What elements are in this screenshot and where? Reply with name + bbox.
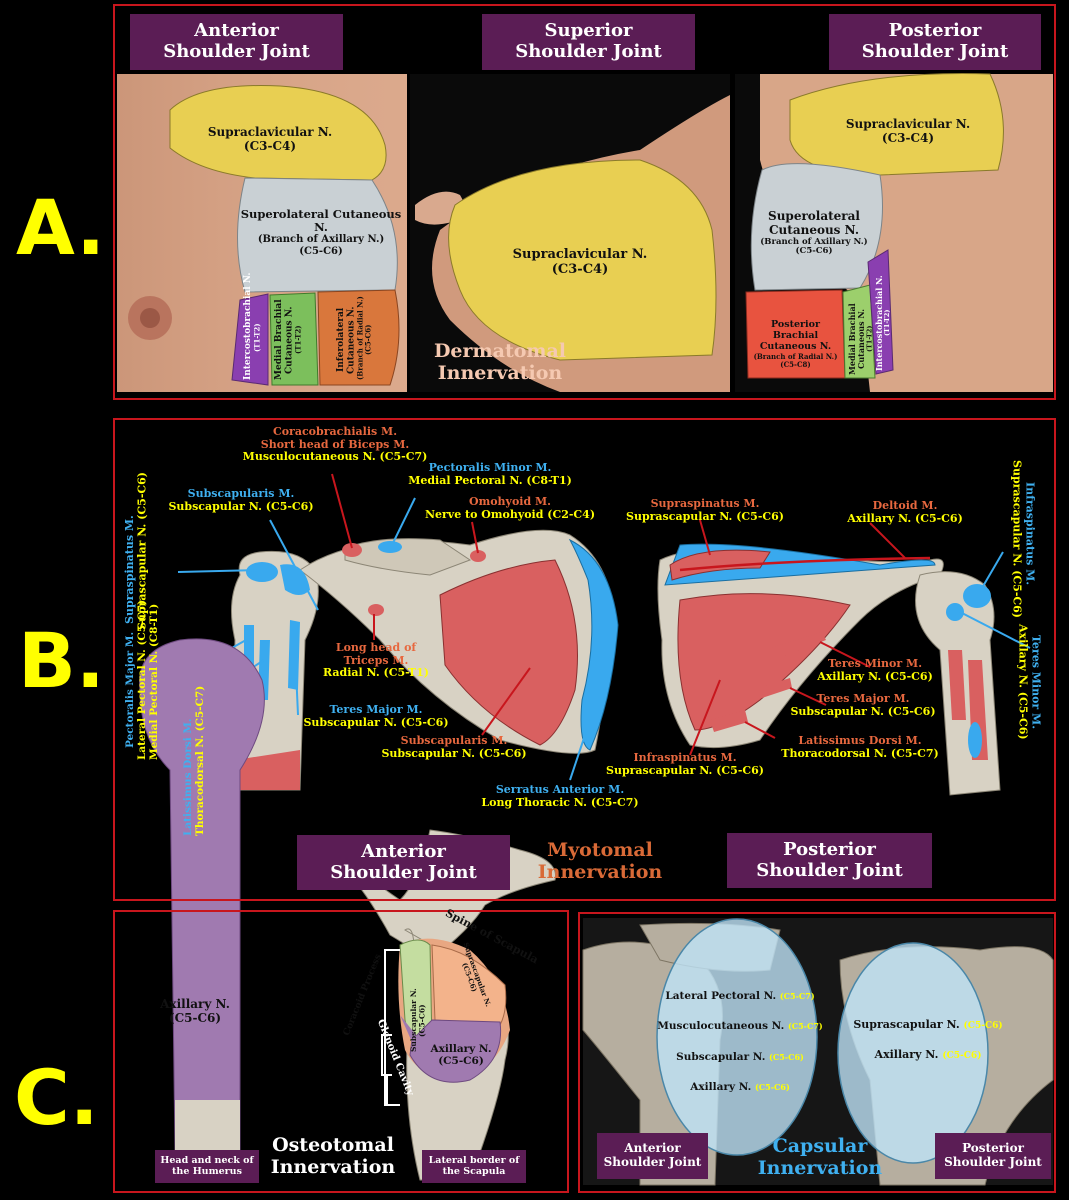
section-b-frame [113,418,1056,901]
anterior-capsule [656,918,818,1156]
omohyoid-origin [470,550,486,562]
section-b-pointers-blue [174,497,1031,781]
posterior-medial-brachial-region [842,284,876,379]
latissimus-origin [710,710,748,732]
pectoralis-minor-insertion [378,541,402,553]
coracobrachialis-origin [342,543,362,557]
teres-minor-label: Teres Minor M. Axillary N. (C5-C6) [817,657,933,683]
posterior-capsule [837,942,989,1164]
capsular-axillary-posterior-label: Axillary N. (C5-C6) [874,1048,982,1061]
humerus-head-osteo [139,638,265,1151]
anterior-medial-brachial-region [269,292,319,386]
section-a-frame [113,4,1056,400]
long-triceps-origin [368,604,384,616]
anterior-intercostobrachial-region [231,293,269,386]
teres-minor-origin [770,632,826,660]
capsular-suprascapular-label: Suprascapular N. (C5-C6) [853,1018,1003,1031]
supraspinatus-right-label: Supraspinatus M. Suprascapular N. (C5-C6… [626,497,784,523]
subscapularis-insertion [280,564,310,595]
superior-supraclavicular-region [448,159,717,361]
supraspinatus-muscle [669,549,771,581]
glenoid-axillary-region [409,1019,502,1083]
section-b-pointers-red [331,473,906,756]
osteo-axillary-label: Axillary N.(C5-C6) [160,997,230,1025]
glenoid-subscapular-label: Subscapular N.(C5-C6) [409,988,427,1052]
capsular-axillary-anterior-label: Axillary N. (C5-C6) [690,1081,790,1093]
serratus-label: Serratus Anterior M. Long Thoracic N. (C… [481,783,639,809]
omohyoid-label: Omohyoid M. Nerve to Omohyoid (C2-C4) [424,495,596,521]
infraspinatus-insertion [963,584,991,608]
long-triceps-label: Long head of Triceps M. Radial N. (C5-T1… [323,641,429,680]
teres-minor-vertical-label: Teres Minor M. Axillary N. (C5-C6) [1016,624,1043,740]
teres-minor-insertion [946,603,964,621]
glenoid-suprascapular-region [431,944,507,1026]
coracobrachialis-label: Coracobrachialis M. Short head of Biceps… [242,425,428,464]
latissimus-right-label: Latissimus Dorsi M. Thoracodorsal N. (C5… [781,734,939,760]
infraspinatus-label: Infraspinatus M. Suprascapular N. (C5-C6… [606,751,764,777]
latissimus-left-label: Latissimus Dorsi M. Thoracodorsal N. (C5… [182,685,207,836]
posterior-intercostobrachial-label: Intercostobrachial N.(T1-T2) [874,275,892,371]
anterior-intercostobrachial-label: Intercostobrachial N.(T1-T2) [243,272,262,380]
posterior-superolateral-region [750,163,883,291]
glenoid-axillary-label: Axillary N.(C5-C6) [430,1043,492,1068]
section-c-osteo-frame [113,910,569,1193]
anterior-inferolateral-region [317,289,400,386]
serratus-anterior-muscle [568,538,619,751]
coracoid-bone [344,538,472,576]
subscapularis-top-label: Subscapularis M. Subscapular N. (C5-C6) [168,487,314,513]
superior-supraclavicular-label: Supraclavicular N.(C3-C4) [512,247,648,277]
anterior-supraclavicular-label: Supraclavicular N.(C3-C4) [207,125,333,153]
section-c-capsular-frame [578,912,1056,1193]
section-a-letter: A. [16,183,106,272]
pectoralis-major-label: Pectoralis Major M. Lateral Pectoral N. … [124,599,161,760]
posterior-intercostobrachial-region [867,249,894,375]
infraspinatus-vertical-label: Infraspinatus M. Suprascapular N. (C5-C6… [1010,460,1037,618]
subscapularis-body-label: Subscapularis M. Subscapular N. (C5-C6) [381,734,527,760]
capsular-subscapular-label: Subscapular N. (C5-C6) [676,1051,804,1063]
anterior-humerus-distal-muscle [232,750,300,790]
posterior-supraclavicular-label: Supraclavicular N.(C3-C4) [845,117,971,145]
capsular-musculocutaneous-label: Musculocutaneous N. (C5-C7) [657,1020,823,1032]
lateral-triceps-origin [948,650,966,720]
section-b-letter: B. [18,616,105,705]
pectoralis-minor-label: Pectoralis Minor M. Medial Pectoral N. (… [408,461,572,487]
supraspinatus-insertion [246,562,278,582]
teres-major-origin [752,678,792,700]
posterior-humerus-blue [968,722,982,758]
teres-major-right-label: Teres Major M. Subscapular N. (C5-C6) [790,692,936,718]
capsular-lateral-pectoral-label: Lateral Pectoral N. (C5-C7) [665,990,815,1002]
deltoid-origin-line [679,556,931,572]
anterior-supraclavicular-region [169,85,387,181]
deltoid-label: Deltoid M. Axillary N. (C5-C6) [847,499,963,525]
section-c-letter: C. [14,1053,99,1142]
teres-major-left-label: Teres Major M. Subscapular N. (C5-C6) [303,703,449,729]
